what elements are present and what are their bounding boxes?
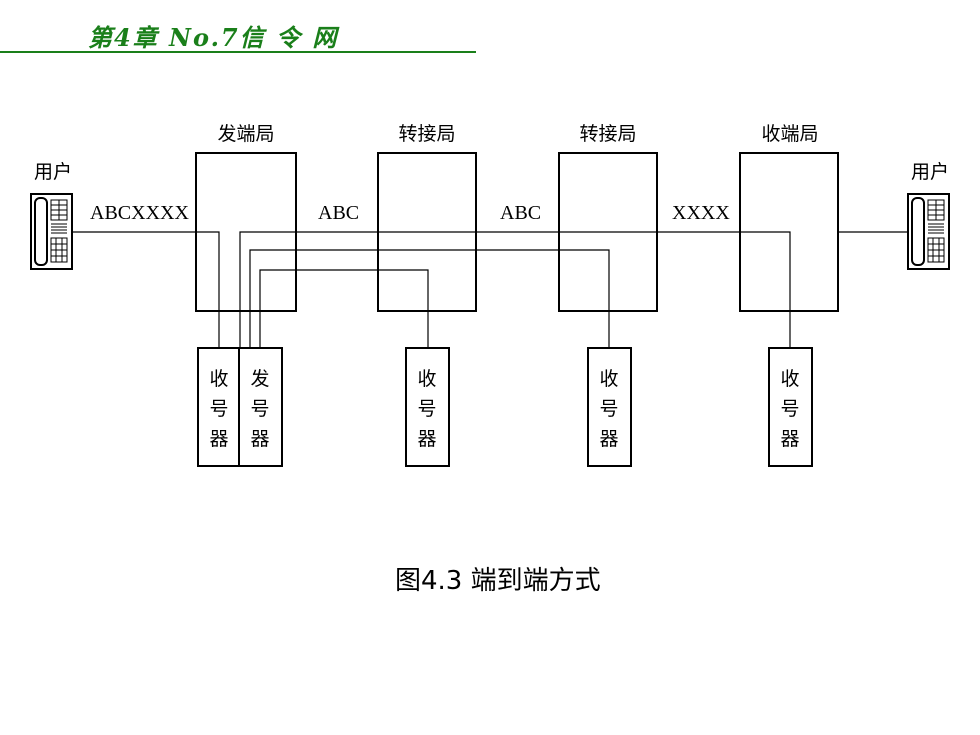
receiver-char: 器 (780, 428, 799, 450)
receiver-char: 收 (780, 368, 799, 390)
receiver-char: 器 (209, 428, 228, 450)
receiver-char: 器 (599, 428, 618, 450)
digits-abcxxxx: ABCXXXX (90, 202, 189, 224)
sender-text-originating: 发 号 器 (250, 368, 269, 450)
user-label-right: 用户 (911, 161, 949, 183)
office-label-originating: 发端局 (217, 123, 274, 145)
sender-char: 号 (250, 398, 269, 420)
receiver-char: 号 (599, 398, 618, 420)
receiver-char: 号 (417, 398, 436, 420)
receiver-char: 收 (599, 368, 618, 390)
receiver-text-originating: 收 号 器 (209, 368, 228, 450)
receiver-char: 号 (209, 398, 228, 420)
receiver-text-transit-1: 收 号 器 (417, 368, 436, 450)
receiver-char: 号 (780, 398, 799, 420)
office-label-transit-1: 转接局 (398, 123, 455, 145)
receiver-char: 收 (209, 368, 228, 390)
office-label-transit-2: 转接局 (579, 123, 636, 145)
path-originating-receiver (196, 231, 220, 348)
digits-abc-1: ABC (318, 202, 359, 224)
figure-caption: 图4.3 端到端方式 (395, 566, 601, 596)
path-end-to-end-terminating (239, 231, 791, 348)
sender-char: 器 (250, 428, 269, 450)
chapter-title: 第4章 No.7信 令 网 (88, 23, 339, 52)
path-end-to-end-transit-2 (249, 249, 610, 348)
telephone-icon (907, 193, 950, 270)
office-label-terminating: 收端局 (761, 123, 818, 145)
digits-xxxx: XXXX (672, 202, 730, 224)
digits-abc-2: ABC (500, 202, 541, 224)
receiver-box-transit-2 (587, 347, 632, 467)
user-label-left: 用户 (34, 161, 72, 183)
telephone-icon (30, 193, 73, 270)
receiver-char: 器 (417, 428, 436, 450)
path-end-to-end-transit-1 (259, 269, 429, 348)
signaling-paths (196, 231, 791, 348)
receiver-text-transit-2: 收 号 器 (599, 368, 618, 450)
sender-char: 发 (250, 368, 269, 390)
header-divider (0, 51, 476, 53)
receiver-char: 收 (417, 368, 436, 390)
sender-box-originating (238, 347, 283, 467)
receiver-box-transit-1 (405, 347, 450, 467)
receiver-text-terminating: 收 号 器 (780, 368, 799, 450)
receiver-box-terminating (768, 347, 813, 467)
